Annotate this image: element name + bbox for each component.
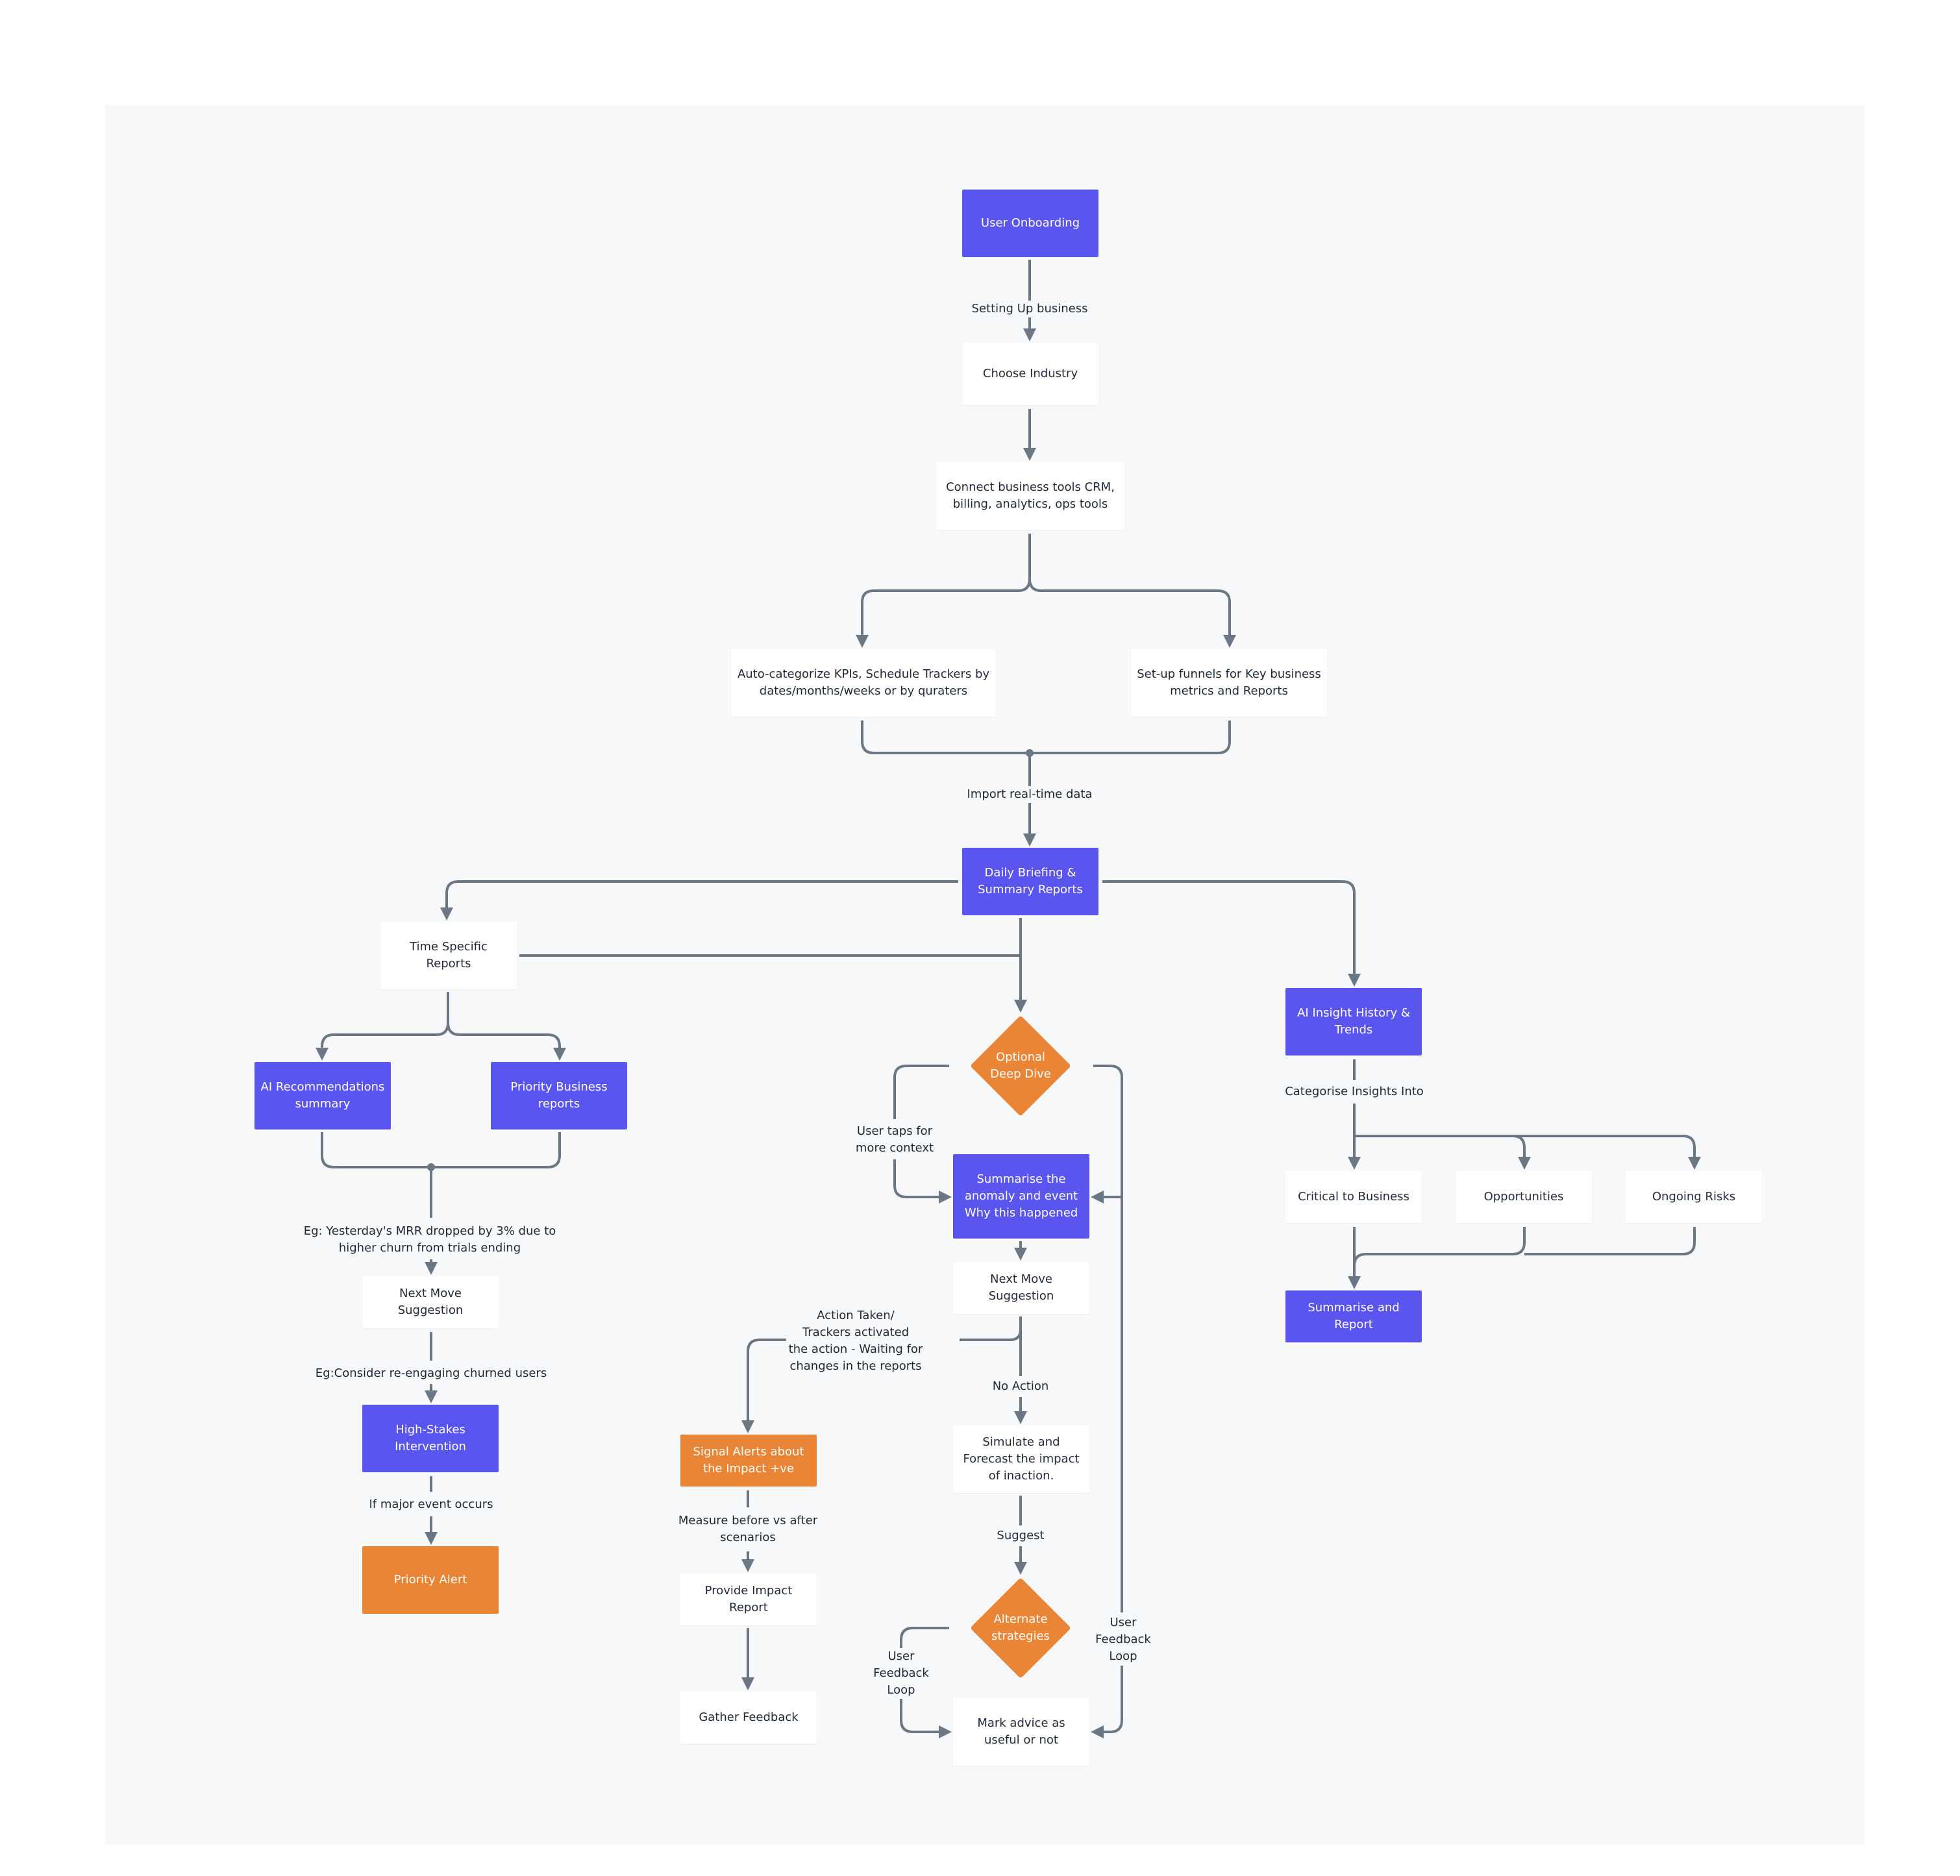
connector-23: [741, 1339, 800, 1433]
diamond-label: Optional Deep Dive: [990, 1050, 1051, 1081]
connector-4: [861, 721, 1231, 754]
connector-12: [321, 1132, 561, 1168]
connector-32: [900, 1698, 952, 1738]
node-ongoing-risks[interactable]: Ongoing Risks: [1626, 1171, 1762, 1223]
junction-dot-0: [1026, 749, 1034, 757]
node-next-move-left[interactable]: Next Move Suggestion: [362, 1276, 499, 1328]
node-signal-alerts[interactable]: Signal Alerts about the Impact +ve: [680, 1435, 817, 1487]
edge-label-if-major-event: If major event occurs: [366, 1496, 496, 1513]
node-priority-alert[interactable]: Priority Alert: [362, 1546, 499, 1614]
connector-33: [1093, 1065, 1123, 1612]
connector-38: [1354, 1135, 1531, 1170]
connector-34: [1091, 1666, 1123, 1738]
node-connect-tools[interactable]: Connect business tools CRM, billing, ana…: [936, 462, 1124, 530]
node-opportunities[interactable]: Opportunities: [1456, 1171, 1592, 1223]
edge-label-categorise-insights: Categorise Insights Into: [1282, 1083, 1426, 1100]
connector-11: [447, 1022, 566, 1061]
node-ai-insight-history[interactable]: AI Insight History & Trends: [1285, 988, 1422, 1055]
edge-label-no-action: No Action: [989, 1378, 1052, 1395]
node-simulate-forecast[interactable]: Simulate and Forecast the impact of inac…: [953, 1426, 1089, 1493]
connector-39: [1513, 1135, 1701, 1170]
edge-label-eg-reengage: Eg:Consider re-engaging churned users: [312, 1365, 550, 1382]
node-daily-briefing[interactable]: Daily Briefing & Summary Reports: [962, 848, 1098, 915]
edge-label-user-feedback-right: User Feedback Loop: [1093, 1614, 1154, 1665]
connector-10: [316, 992, 449, 1061]
node-optional-deep-dive[interactable]: Optional Deep Dive: [949, 1014, 1092, 1118]
connector-19: [893, 1065, 949, 1119]
junction-dot-1: [427, 1163, 435, 1171]
node-priority-business-reports[interactable]: Priority Business reports: [491, 1062, 627, 1129]
node-choose-industry[interactable]: Choose Industry: [962, 343, 1098, 405]
connector-6: [440, 880, 958, 920]
node-high-stakes-intervention[interactable]: High-Stakes Intervention: [362, 1405, 499, 1472]
connector-2: [856, 534, 1031, 648]
connector-31: [900, 1627, 949, 1649]
node-summarise-and-report[interactable]: Summarise and Report: [1285, 1290, 1422, 1342]
edge-label-user-feedback-left: User Feedback Loop: [871, 1648, 932, 1699]
node-setup-funnels[interactable]: Set-up funnels for Key business metrics …: [1131, 649, 1327, 717]
node-time-specific-reports[interactable]: Time Specific Reports: [380, 922, 517, 989]
connector-3: [1028, 578, 1236, 648]
connector-42: [1524, 1227, 1696, 1255]
node-provide-impact-report[interactable]: Provide Impact Report: [680, 1574, 817, 1625]
edge-label-measure-before-after: Measure before vs after scenarios: [675, 1512, 821, 1546]
node-mark-advice[interactable]: Mark advice as useful or not: [953, 1698, 1089, 1766]
node-summarise-anomaly[interactable]: Summarise the anomaly and event Why this…: [953, 1154, 1089, 1239]
node-auto-categorize[interactable]: Auto-categorize KPIs, Schedule Trackers …: [731, 649, 996, 717]
connector-7: [1102, 880, 1361, 987]
connector-22: [960, 1316, 1022, 1341]
edge-label-setting-up-business: Setting Up business: [969, 301, 1091, 317]
node-critical-to-business[interactable]: Critical to Business: [1285, 1171, 1422, 1223]
diamond-label: Alternate strategies: [991, 1612, 1050, 1643]
connector-20: [893, 1159, 952, 1203]
edge-label-user-taps: User taps for more context: [852, 1123, 937, 1157]
node-ai-recommendations[interactable]: AI Recommendations summary: [254, 1062, 391, 1129]
node-gather-feedback[interactable]: Gather Feedback: [680, 1692, 817, 1744]
edge-label-suggest: Suggest: [994, 1527, 1047, 1544]
edge-label-eg-mrr: Eg: Yesterday's MRR dropped by 3% due to…: [301, 1223, 559, 1257]
edge-label-action-taken: Action Taken/ Trackers activated the act…: [786, 1307, 926, 1375]
edge-label-import-realtime: Import real-time data: [964, 786, 1095, 803]
node-user-onboarding[interactable]: User Onboarding: [962, 190, 1098, 257]
node-next-move-center[interactable]: Next Move Suggestion: [953, 1262, 1089, 1314]
node-alternate-strategies[interactable]: Alternate strategies: [949, 1576, 1092, 1680]
connector-41: [1353, 1227, 1526, 1266]
